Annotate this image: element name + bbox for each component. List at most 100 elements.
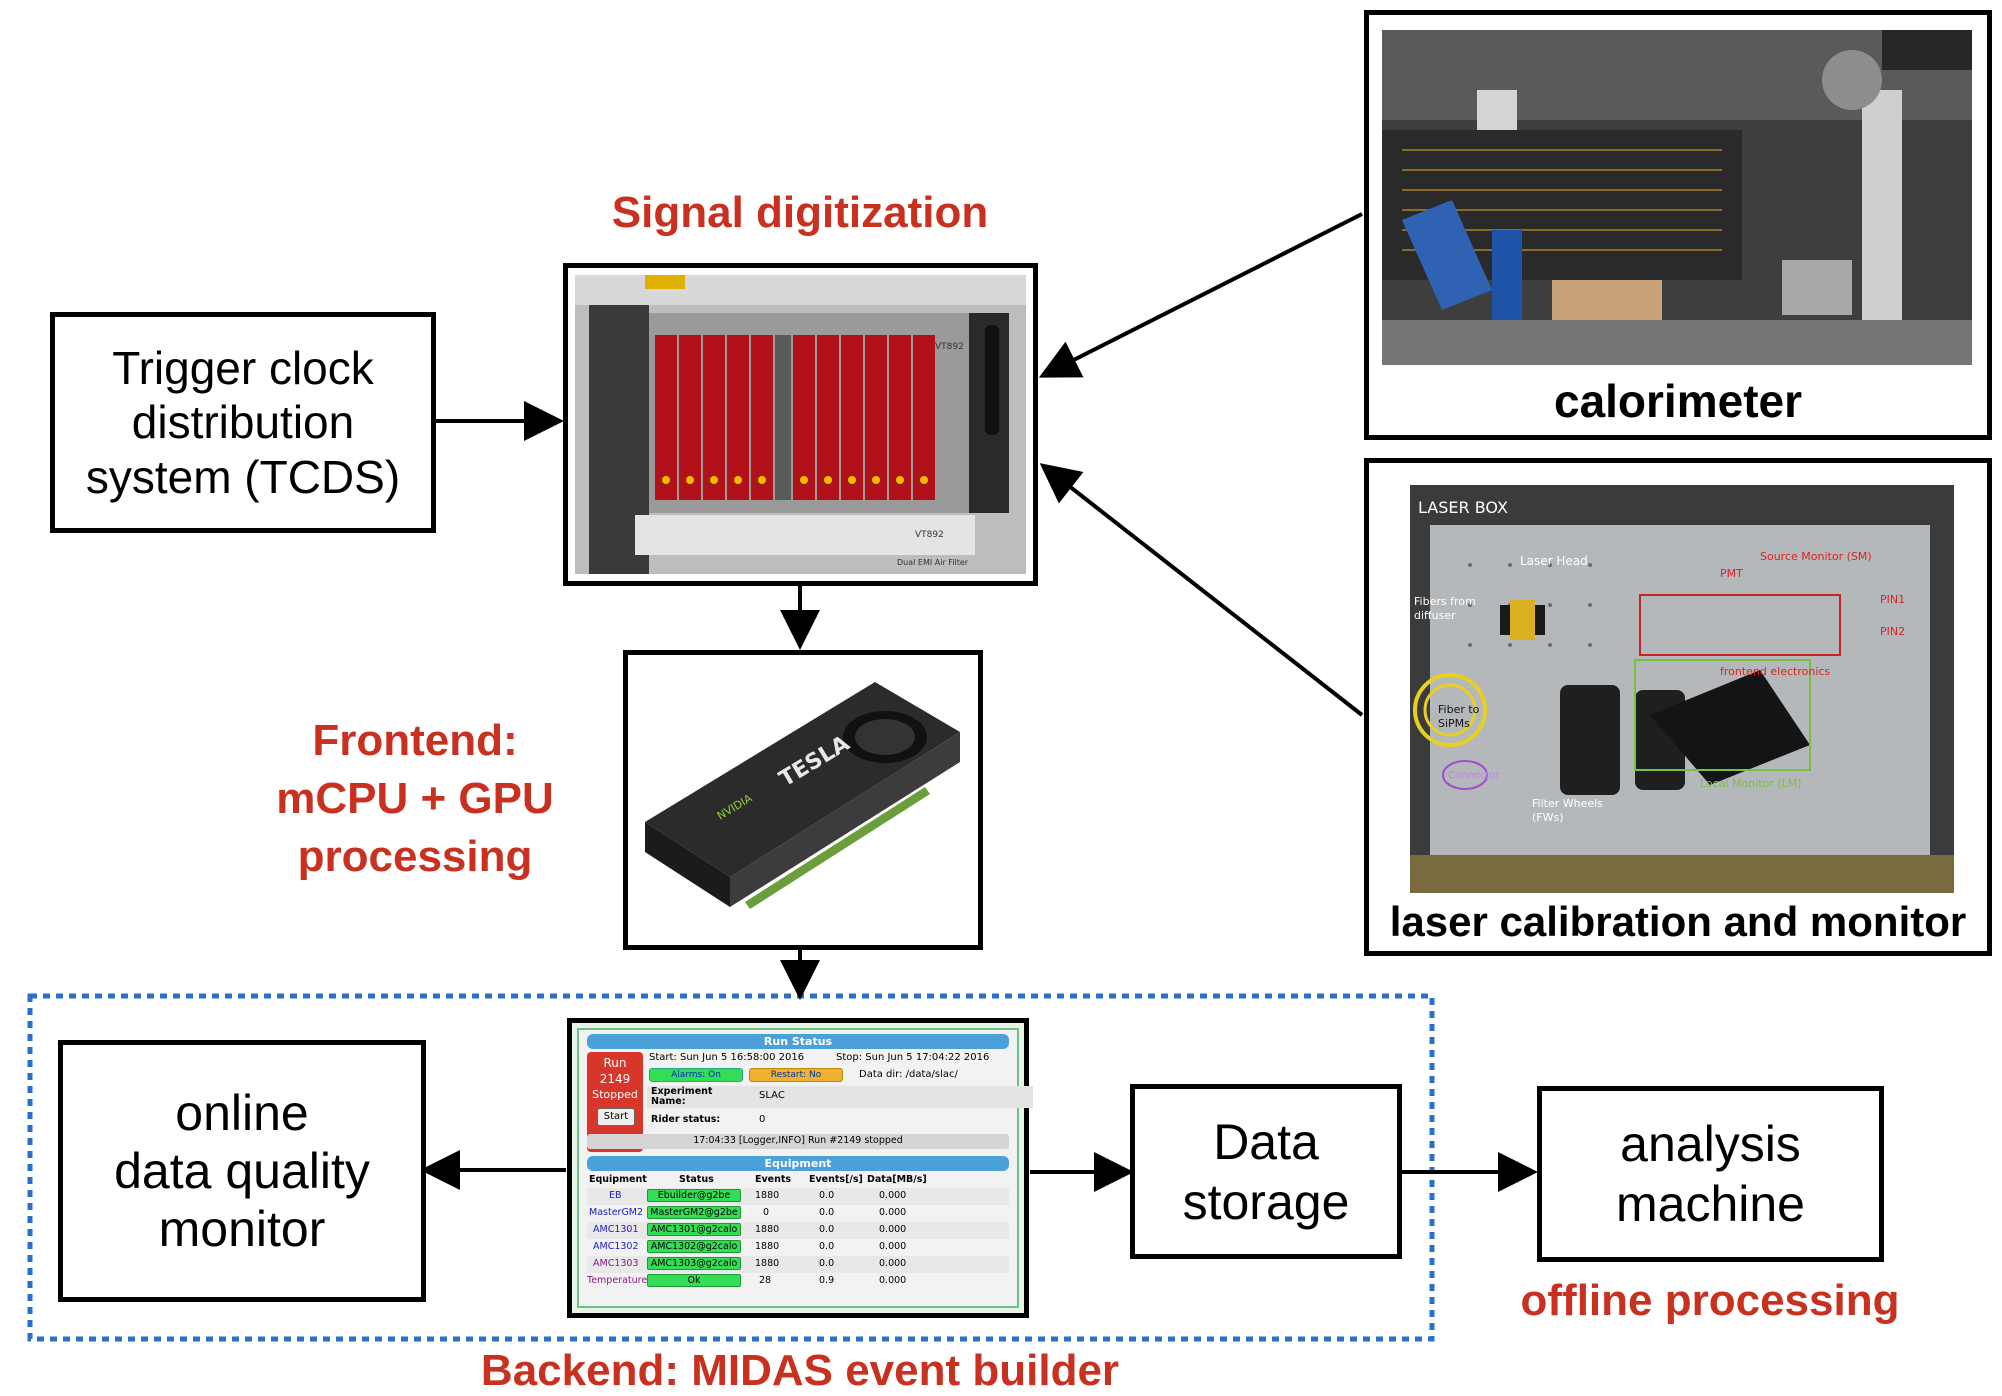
- filter-wheels-label-2: (FWs): [1532, 811, 1564, 824]
- dqm-line3: monitor: [158, 1201, 326, 1257]
- calorimeter-illustration: [1382, 30, 1972, 365]
- table-row: AMC1301 AMC1301@g2calo 1880 0.0 0.000: [587, 1222, 1009, 1239]
- dqm-line1: online: [175, 1085, 309, 1141]
- tcds-line1: Trigger clock: [112, 342, 374, 395]
- eq-name[interactable]: MasterGM2: [589, 1207, 644, 1218]
- eq-rate: 0.0: [819, 1224, 835, 1235]
- laser-head-label: Laser Head: [1520, 554, 1588, 568]
- run-stop-time: Stop: Sun Jun 5 17:04:22 2016: [836, 1052, 990, 1063]
- analysis-text: analysis machine: [1537, 1086, 1884, 1262]
- table-row: Temperature Ok 28 0.9 0.000: [587, 1273, 1009, 1290]
- eq-rate: 0.0: [819, 1258, 835, 1269]
- digitizer-crate-photo: VT892 VT892 Dual EMI Air Filter: [575, 275, 1026, 574]
- analysis-line1: analysis: [1620, 1116, 1801, 1172]
- eq-events: 1880: [755, 1241, 780, 1252]
- equipment-columns: Equipment Status Events Events[/s] Data[…: [587, 1172, 1009, 1189]
- tcds-line2: distribution: [131, 396, 355, 449]
- midas-status-panel: Run Status Run 2149 Stopped Start Start:…: [567, 1018, 1033, 1318]
- eq-name[interactable]: EB: [609, 1190, 622, 1201]
- eq-events: 28: [759, 1275, 772, 1286]
- equipment-header: Equipment: [587, 1156, 1009, 1171]
- local-monitor-label: Local Monitor (LM): [1700, 777, 1802, 790]
- dqm-box: [58, 1040, 426, 1302]
- eq-data: 0.000: [879, 1275, 907, 1286]
- analysis-box: [1537, 1086, 1884, 1262]
- eq-name[interactable]: AMC1302: [593, 1241, 639, 1252]
- fibers-label-1: Fibers from: [1414, 595, 1476, 608]
- gpu-illustration: TESLA NVIDIA: [645, 682, 960, 909]
- run-start-time: Start: Sun Jun 5 16:58:00 2016: [649, 1052, 805, 1063]
- eq-name[interactable]: Temperature: [587, 1275, 648, 1286]
- eq-rate: 0.0: [819, 1190, 835, 1201]
- storage-line2: storage: [1182, 1173, 1350, 1230]
- start-button[interactable]: Start: [597, 1108, 635, 1126]
- tcds-text: Trigger clock distribution system (TCDS): [50, 312, 436, 533]
- pin1-label: PIN1: [1880, 593, 1905, 606]
- log-message: 17:04:33 [Logger,INFO] Run #2149 stopped: [693, 1135, 903, 1146]
- frontend-electronics-label: frontend electronics: [1720, 665, 1830, 678]
- crate-footer: Dual EMI Air Filter: [897, 558, 969, 567]
- eq-status: AMC1301@g2calo: [647, 1223, 741, 1236]
- eq-events: 1880: [755, 1224, 780, 1235]
- eq-events: 1880: [755, 1190, 780, 1201]
- col-status: Status: [679, 1174, 714, 1185]
- eq-status: AMC1303@g2calo: [647, 1257, 741, 1270]
- source-monitor-label: Source Monitor (SM): [1760, 550, 1872, 563]
- storage-box: [1130, 1084, 1402, 1259]
- experiment-label-2: Name:: [651, 1096, 686, 1107]
- col-events-rate: Events[/s]: [809, 1174, 863, 1185]
- eq-data: 0.000: [879, 1258, 907, 1269]
- run-number: 2149: [599, 1072, 631, 1086]
- crate-illustration: VT892 VT892 Dual EMI Air Filter: [575, 275, 1026, 574]
- eq-rate: 0.0: [819, 1241, 835, 1252]
- col-events: Events: [755, 1174, 792, 1185]
- eq-status: Ok: [647, 1274, 741, 1287]
- analysis-line2: machine: [1616, 1176, 1805, 1232]
- eq-name[interactable]: AMC1301: [593, 1224, 639, 1235]
- eq-status: MasterGM2@g2be: [647, 1206, 741, 1219]
- run-status-header: Run Status: [587, 1034, 1009, 1049]
- fibers-label-2: diffuser: [1414, 609, 1456, 622]
- connector-label: Connector: [1448, 770, 1500, 781]
- table-row: AMC1303 AMC1303@g2calo 1880 0.0 0.000: [587, 1256, 1009, 1273]
- calorimeter-caption: calorimeter: [1553, 375, 1802, 427]
- run-state: Stopped: [592, 1088, 638, 1101]
- dqm-line2: data quality: [114, 1143, 370, 1199]
- experiment-value: SLAC: [759, 1090, 785, 1101]
- offline-processing-label: offline processing: [1520, 1276, 1900, 1325]
- table-row: MasterGM2 MasterGM2@g2be 0 0.0 0.000: [587, 1205, 1009, 1222]
- storage-line1: Data: [1213, 1113, 1319, 1170]
- alarms-badge[interactable]: Alarms: On: [649, 1068, 743, 1082]
- frontend-label: Frontend: mCPU + GPU processing: [230, 712, 600, 886]
- restart-badge[interactable]: Restart: No: [749, 1068, 843, 1082]
- pin2-label: PIN2: [1880, 625, 1905, 638]
- data-dir: Data dir: /data/slac/: [859, 1069, 958, 1080]
- crate-model-bottom: VT892: [915, 530, 944, 540]
- frontend-label-line2: mCPU + GPU: [276, 774, 554, 823]
- laser-illustration: LASER BOX Laser Head Fibers from diffuse…: [1410, 485, 1954, 893]
- table-row: EB Ebuilder@g2be 1880 0.0 0.000: [587, 1188, 1009, 1205]
- backend-region: [27, 993, 1435, 1342]
- table-row: AMC1302 AMC1302@g2calo 1880 0.0 0.000: [587, 1239, 1009, 1256]
- midas-inner: Run Status Run 2149 Stopped Start Start:…: [577, 1028, 1033, 1308]
- eq-data: 0.000: [879, 1224, 907, 1235]
- backend-label: Backend: MIDAS event builder: [480, 1346, 1120, 1395]
- laser-box-title: LASER BOX: [1418, 498, 1508, 517]
- dqm-text: online data quality monitor: [58, 1040, 426, 1302]
- eq-status: AMC1302@g2calo: [647, 1240, 741, 1253]
- arrow-laser-to-digitizer: [1039, 463, 1364, 717]
- log-message-bar: [587, 1134, 1009, 1149]
- eq-events: 0: [763, 1207, 770, 1218]
- experiment-label-1: Experiment: [651, 1086, 713, 1097]
- eq-name[interactable]: AMC1303: [593, 1258, 639, 1269]
- run-label: Run: [603, 1056, 627, 1070]
- eq-rate: 0.9: [819, 1275, 835, 1286]
- storage-text: Data storage: [1130, 1084, 1402, 1259]
- eq-data: 0.000: [879, 1207, 907, 1218]
- col-data-rate: Data[MB/s]: [867, 1174, 927, 1185]
- frontend-label-line1: Frontend:: [312, 716, 518, 765]
- tcds-box: [50, 312, 436, 533]
- rider-value: 0: [759, 1114, 766, 1125]
- arrow-calorimeter-to-digitizer: [1038, 212, 1363, 378]
